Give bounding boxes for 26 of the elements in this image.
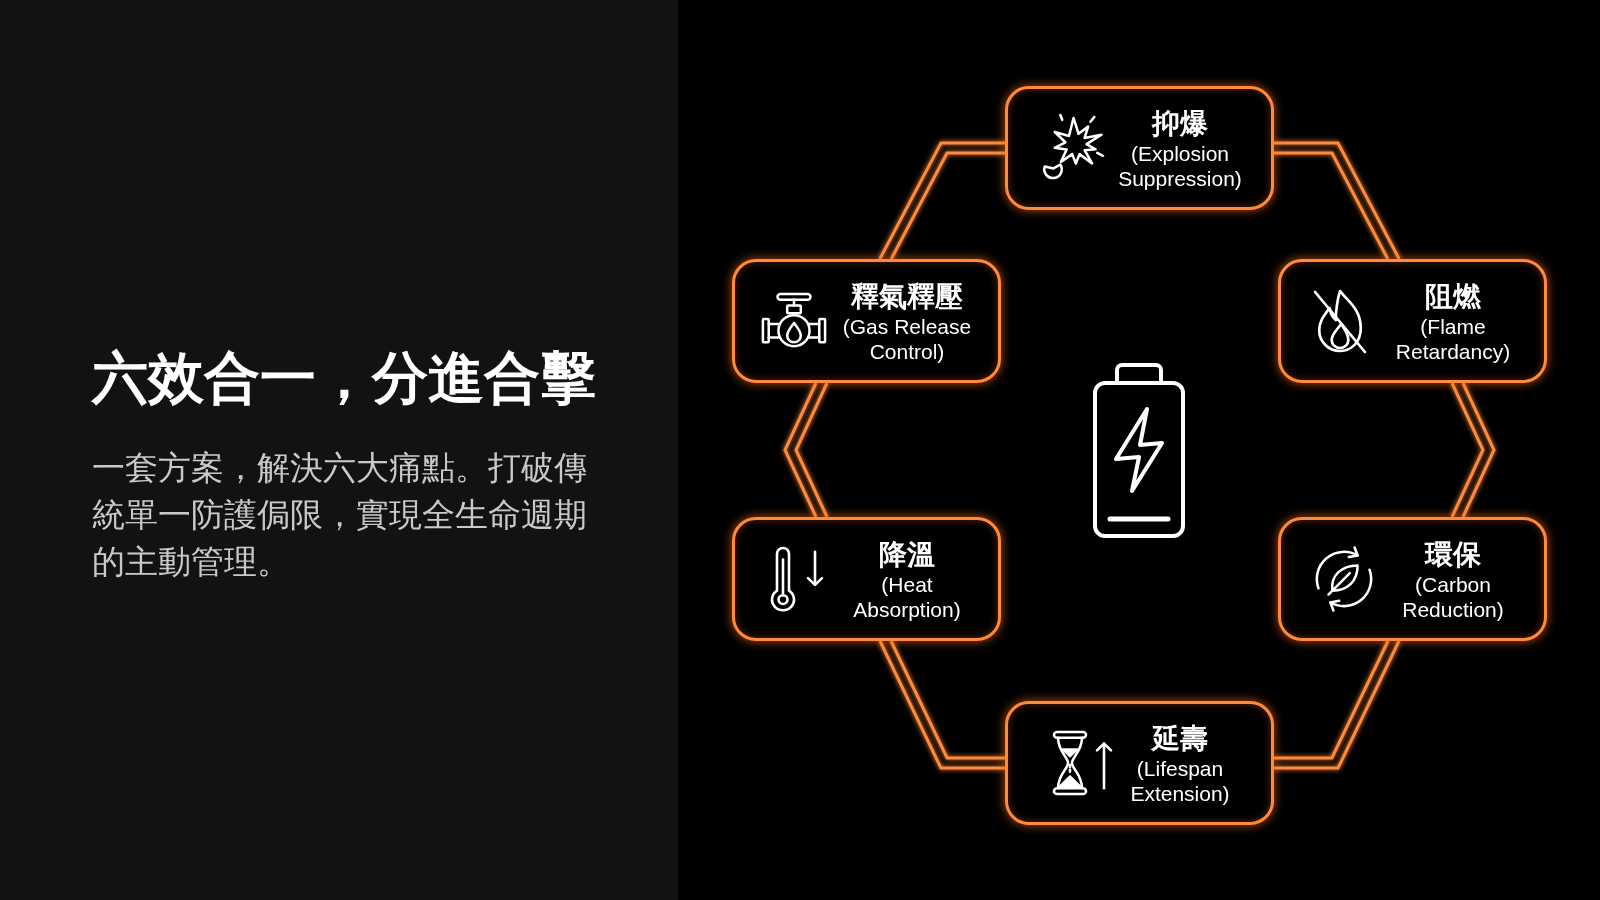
connector-line (1272, 141, 1401, 261)
box-subtitle: (Flame Retardancy) (1394, 314, 1512, 364)
box-heading: 降溫 (879, 538, 935, 572)
box-heading: 延壽 (1152, 722, 1208, 756)
feature-box (1005, 701, 1274, 825)
connector-line (783, 381, 829, 519)
connector-line (1272, 639, 1401, 770)
slide-title: 六效合一，分進合擊 (92, 344, 596, 412)
feature-box (732, 517, 1001, 641)
feature-box (1005, 86, 1274, 210)
connector-line (878, 141, 1007, 261)
description-text: 一套方案，解決六大痛點。打破傳統單一防護侷限，實現全生命週期的主動管理。 (92, 447, 588, 583)
box-subtitle: (Lifespan Extension) (1129, 756, 1231, 806)
box-subtitle: (Carbon Reduction) (1401, 572, 1505, 622)
box-subtitle: (Explosion Suppression) (1117, 141, 1243, 191)
feature-box (1278, 517, 1547, 641)
box-subtitle: (Gas Release Control) (841, 314, 973, 364)
box-heading: 環保 (1425, 538, 1481, 572)
box-subtitle: (Heat Absorption) (852, 572, 962, 622)
box-heading: 阻燃 (1425, 280, 1481, 314)
connector-line (1450, 381, 1496, 519)
box-heading: 抑爆 (1152, 107, 1208, 141)
connector-line (878, 639, 1007, 770)
feature-box (732, 259, 1001, 383)
feature-box (1278, 259, 1547, 383)
box-heading: 釋氣釋壓 (851, 280, 963, 314)
